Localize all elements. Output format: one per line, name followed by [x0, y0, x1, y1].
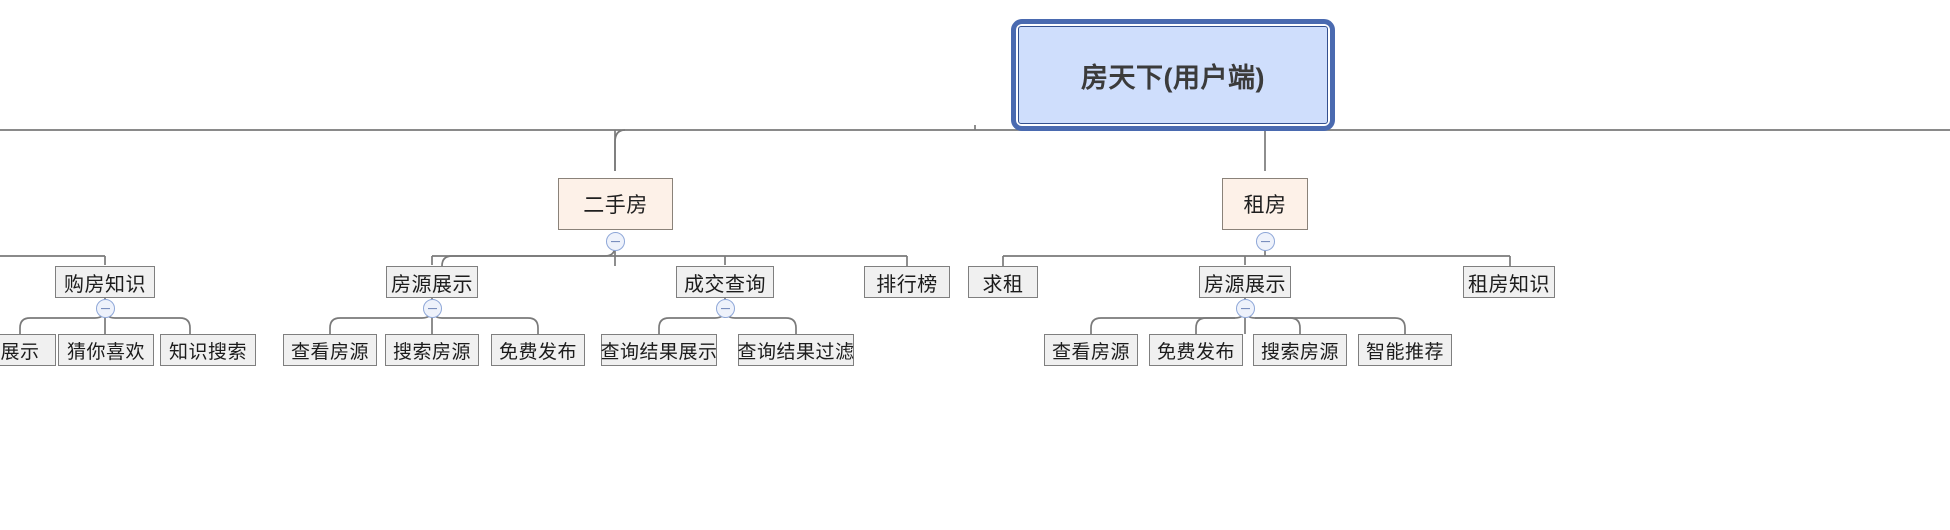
- collapse-toggle-goufangzhishi[interactable]: [96, 299, 115, 318]
- node-zufang[interactable]: 租房: [1222, 178, 1308, 230]
- node-ershoufang[interactable]: 二手房: [558, 178, 673, 230]
- node-sousuofangyuan-zufang[interactable]: 搜索房源: [1253, 334, 1347, 366]
- root-selection-halo: [1011, 19, 1335, 131]
- node-goufangzhishi[interactable]: 购房知识: [55, 266, 155, 298]
- node-zhinengtuijian[interactable]: 智能推荐: [1358, 334, 1452, 366]
- node-qiuzu[interactable]: 求租: [968, 266, 1038, 298]
- collapse-toggle-zufang[interactable]: [1256, 232, 1275, 251]
- collapse-toggle-ershoufang[interactable]: [606, 232, 625, 251]
- node-paihangbang[interactable]: 排行榜: [864, 266, 950, 298]
- collapse-toggle-chengjiaochaxun[interactable]: [716, 299, 735, 318]
- collapse-toggle-fangyuanzhanshi-zufang[interactable]: [1236, 299, 1255, 318]
- node-chaxunjieguoguolv[interactable]: 查询结果过滤: [738, 334, 854, 366]
- node-fangyuanzhanshi-zufang[interactable]: 房源展示: [1199, 266, 1291, 298]
- node-zhishisousuo[interactable]: 知识搜索: [160, 334, 256, 366]
- node-chakanfangyuan-ershoufang[interactable]: 查看房源: [283, 334, 377, 366]
- node-sousuofangyuan-ershoufang[interactable]: 搜索房源: [385, 334, 479, 366]
- node-mianfeifabu-ershoufang[interactable]: 免费发布: [491, 334, 585, 366]
- node-zufangzhishi[interactable]: 租房知识: [1463, 266, 1555, 298]
- node-chengjiaochaxun[interactable]: 成交查询: [676, 266, 774, 298]
- collapse-toggle-fangyuanzhanshi-ershoufang[interactable]: [423, 299, 442, 318]
- node-zhanshi-cut[interactable]: 展示: [0, 334, 56, 366]
- node-fangyuanzhanshi-ershoufang[interactable]: 房源展示: [386, 266, 478, 298]
- node-cainixihuan[interactable]: 猜你喜欢: [58, 334, 154, 366]
- node-chaxunjieguozhanshi[interactable]: 查询结果展示: [601, 334, 717, 366]
- node-mianfeifabu-zufang[interactable]: 免费发布: [1149, 334, 1243, 366]
- node-chakanfangyuan-zufang[interactable]: 查看房源: [1044, 334, 1138, 366]
- root-node[interactable]: 房天下(用户端): [1018, 26, 1328, 124]
